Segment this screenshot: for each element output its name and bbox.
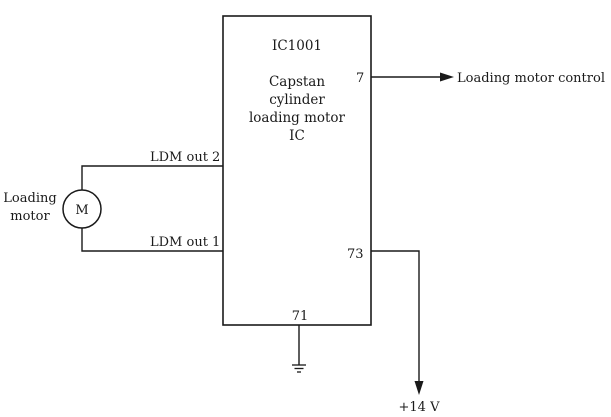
ldm-out-1-label: LDM out 1 (150, 235, 220, 250)
loading-motor-control-label: Loading motor control (457, 71, 605, 86)
ldm-out-2-label: LDM out 2 (150, 150, 220, 165)
ic-description-line-4: IC (289, 128, 305, 144)
ic-designator: IC1001 (272, 38, 322, 54)
motor-symbol-letter: M (75, 203, 88, 218)
supply-arrowhead (414, 381, 424, 395)
ldm-out-2-wire (81, 165, 223, 190)
supply-voltage-label: +14 V (399, 400, 441, 415)
pin-7-label: 7 (356, 71, 364, 86)
pin-71-label: 71 (292, 309, 309, 324)
pin-73-label: 73 (347, 247, 364, 262)
motor-symbol-icon (62, 189, 102, 229)
ic-description-line-3: loading motor (249, 110, 346, 126)
motor-label-line-2: motor (10, 209, 50, 224)
motor-label-line-1: Loading (3, 191, 56, 206)
supply-wire (371, 250, 420, 382)
ground-symbol-icon (292, 364, 306, 373)
ic-description-line-2: cylinder (269, 92, 325, 108)
loading-motor-control-arrowhead (440, 72, 454, 82)
ldm-out-1-wire (81, 228, 223, 252)
ic-body (222, 15, 372, 326)
ic-description-line-1: Capstan (269, 74, 325, 90)
